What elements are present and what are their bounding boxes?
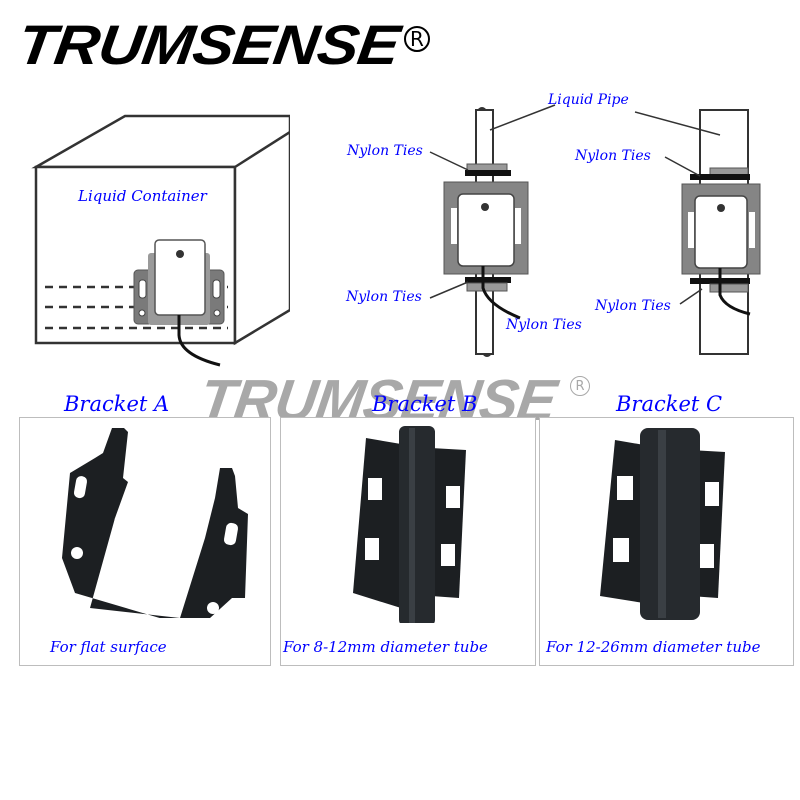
bracket-a-title: Bracket A <box>64 392 170 416</box>
bracket-c-panel: For 12-26mm diameter tube <box>539 417 794 666</box>
left-top-tie-label: Nylon Ties <box>347 143 423 159</box>
bracket-b-caption: For 8-12mm diameter tube <box>283 638 488 656</box>
bracket-c-caption: For 12-26mm diameter tube <box>546 638 761 656</box>
right-sensor <box>681 167 761 316</box>
tube-bracket-large-icon <box>600 428 725 620</box>
tube-bracket-small-icon <box>353 426 466 623</box>
flat-bracket-icon <box>62 428 248 618</box>
right-bottom-tie-label: Nylon Ties <box>595 298 671 314</box>
right-top-tie-label: Nylon Ties <box>575 148 651 164</box>
registered-mark-icon: R <box>404 26 430 52</box>
pipe-label: Liquid Pipe <box>548 92 629 108</box>
pipe-mount-diagram <box>429 104 761 357</box>
container-label: Liquid Container <box>78 187 207 205</box>
bracket-a-caption: For flat surface <box>50 638 167 656</box>
bracket-a-panel: For flat surface <box>19 417 271 666</box>
watermark-registered-icon: R <box>570 376 590 396</box>
left-cable-tie-label: Nylon Ties <box>506 317 582 333</box>
sensor-icon <box>133 239 225 367</box>
bracket-c-title: Bracket C <box>616 392 723 416</box>
liquid-container-diagram <box>31 114 290 367</box>
brand-logo: TRUMSENSE <box>14 14 403 76</box>
bracket-b-panel: For 8-12mm diameter tube <box>280 417 536 666</box>
brand-logo-text: TRUMSENSE <box>13 14 403 77</box>
left-sensor <box>443 163 529 320</box>
bracket-b-title: Bracket B <box>372 392 478 416</box>
left-bottom-tie-label: Nylon Ties <box>346 289 422 305</box>
